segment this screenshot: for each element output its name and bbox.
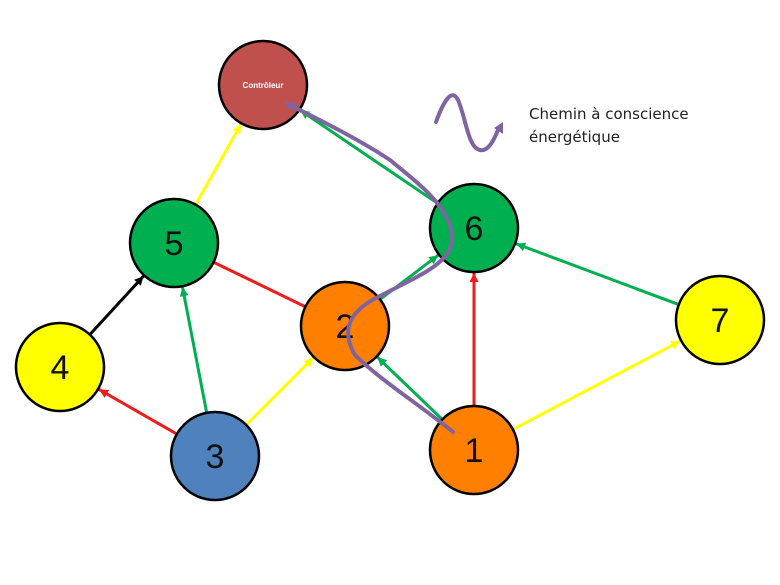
node-circle [428,404,520,496]
node-label: 3 [206,438,225,476]
legend-label-line1: Chemin à conscience [529,105,689,123]
node-label: 5 [165,225,184,263]
node-circle [14,321,106,413]
node-label: 4 [51,349,70,387]
edge-n3-n2 [245,356,315,426]
node-n2: 2 [299,280,391,372]
edge-n6-controller [299,109,439,205]
node-circle [428,182,520,274]
edge-n4-n5 [88,275,145,336]
arrowhead-n4-n5 [134,276,144,286]
node-circle [217,39,309,131]
node-n5: 5 [128,197,220,289]
arrowhead-n3-n4 [99,389,110,398]
wave-icon [434,93,500,153]
node-n6: 6 [428,182,520,274]
legend: Chemin à conscience énergétique [529,103,689,149]
node-circle [674,274,766,366]
node-label: 6 [465,210,484,248]
node-n1: 1 [428,404,520,496]
node-n7: 7 [674,274,766,366]
node-circle [169,410,261,502]
edge-n1-n2 [376,356,444,421]
node-n3: 3 [169,410,261,502]
arrowhead-icon [494,122,503,134]
arrowhead-n3-n5 [179,287,189,297]
arrowhead-n7-n6 [516,242,527,252]
node-n4: 4 [14,321,106,413]
node-controller: Contrôleur [217,39,309,131]
node-circle [128,197,220,289]
energy-path-arrowhead [283,101,297,111]
edge-n5-n2 [212,260,306,308]
legend-label-line2: énergétique [529,128,620,146]
node-label: 7 [711,302,730,340]
arrowhead-n1-n2 [377,357,388,367]
arrowhead-n1-n6 [469,273,479,282]
edge-n3-n4 [98,388,178,436]
arrowhead-n5-controller [232,124,241,135]
node-label: 1 [465,432,484,470]
node-label: Contrôleur [243,81,284,90]
nodes: Contrôleur 5 6 2 7 4 3 1 [14,39,766,502]
edge-n3-n5 [181,286,209,414]
edge-n1-n7 [512,339,681,431]
arrowhead-n1-n7 [670,341,681,350]
edge-n5-controller [194,123,243,206]
energy-aware-path [286,102,455,434]
arrowhead-n3-n2 [303,357,314,368]
node-label: 2 [336,308,355,346]
legend-symbol [434,93,503,153]
edge-n7-n6 [515,242,680,306]
arrowhead-n2-n6 [428,255,439,265]
